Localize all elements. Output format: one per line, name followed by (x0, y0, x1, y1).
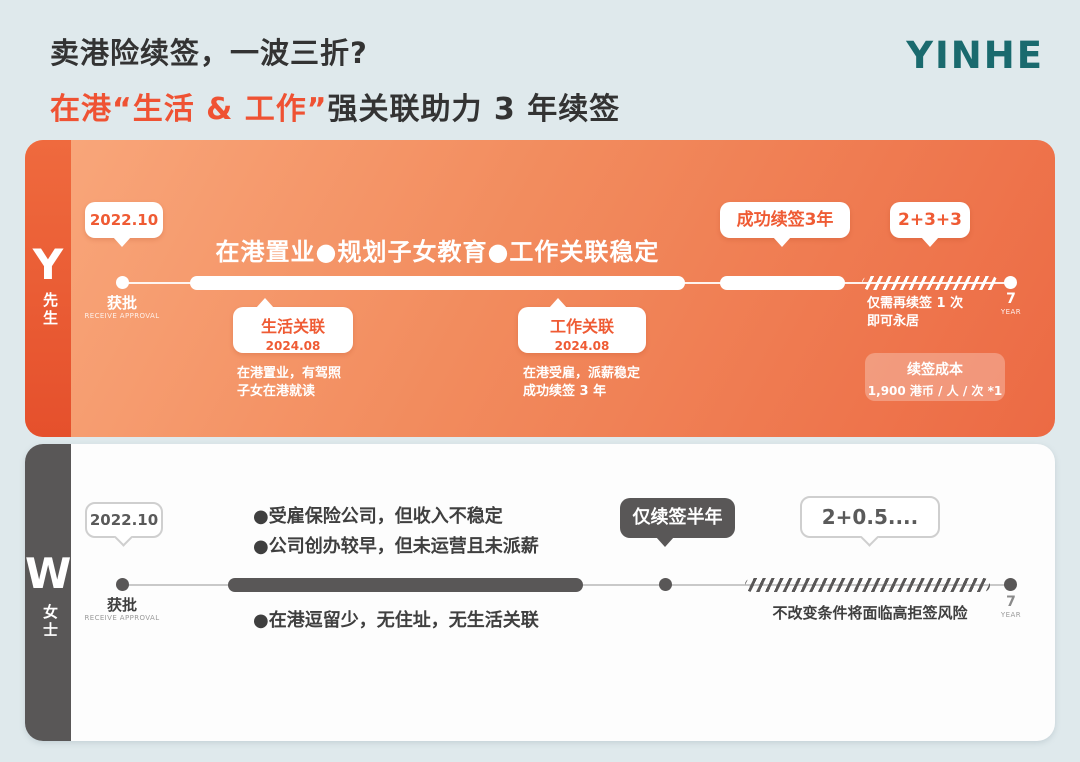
title-rest: 强关联助力 3 年续签 (327, 92, 621, 127)
year-number-y: 7 (1006, 291, 1016, 307)
renewal-text-y: 成功续签3年 (736, 210, 834, 230)
bubble-tail-icon (256, 298, 274, 308)
panel-ms-w: W 女士 2022.10 获批 RECEIVE APPROVAL ●受雇保险公司… (25, 444, 1055, 741)
callout-work-title: 工作关联 (549, 317, 614, 336)
callout-work-relation: 工作关联 2024.08 (518, 298, 646, 353)
renewal-cost-box: 续签成本 1,900 港币 / 人 / 次 *1 (865, 353, 1005, 401)
bubble-tail-icon (113, 237, 131, 247)
person-w-role: 女士 (41, 604, 59, 640)
renewal-text-w: 仅续签半年 (632, 507, 723, 528)
approval-date-bubble-y: 2022.10 (85, 202, 163, 247)
timeline-w-mid-dot (659, 578, 672, 591)
segment-future-y (862, 276, 998, 290)
year-number-w: 7 (1006, 594, 1016, 610)
callout-life-desc2: 子女在港就读 (237, 384, 316, 399)
brand-logo: YINHE (906, 34, 1044, 77)
bubble-tail-icon (773, 237, 791, 247)
risk-note-w: 不改变条件将面临高拒签风险 (772, 604, 968, 622)
callout-work-desc2: 成功续签 3 年 (523, 384, 607, 399)
approval-date-y: 2022.10 (89, 211, 159, 229)
bubble-tail-icon (549, 298, 567, 308)
cost-title: 续签成本 (907, 362, 963, 378)
title-highlight: 在港“生活 & 工作” (50, 92, 328, 127)
bubble-tail-icon (860, 528, 879, 547)
bubble-tail-icon (114, 528, 133, 547)
timeline-y-start-dot (116, 276, 129, 289)
callout-life-title: 生活关联 (260, 317, 325, 336)
year-unit-y: YEAR (1000, 308, 1022, 316)
approval-sublabel-w: RECEIVE APPROVAL (84, 614, 160, 622)
panel-mr-y: Y 先生 2022.10 获批 RECEIVE APPROVAL 在港置业●规划… (25, 140, 1055, 437)
segment-employment-w (228, 578, 583, 592)
person-w-strip: W 女士 (25, 444, 71, 741)
pattern-bubble-y: 2+3+3 (890, 202, 970, 247)
callout-life-date: 2024.08 (265, 339, 321, 353)
person-y-letter: Y (32, 240, 64, 289)
callout-life-desc1: 在港置业，有驾照 (237, 366, 342, 381)
remaining-note-line2: 即可永居 (867, 314, 920, 329)
pattern-text-w: 2+0.5.... (821, 505, 919, 529)
approval-label-y: 获批 (106, 294, 137, 312)
person-y-strip: Y 先生 (25, 140, 71, 437)
approval-date-w: 2022.10 (89, 511, 159, 529)
renewal-bubble-w: 仅续签半年 (620, 498, 735, 547)
w-bullet-1: ●受雇保险公司，但收入不稳定 (253, 506, 503, 527)
approval-sublabel-y: RECEIVE APPROVAL (84, 312, 160, 320)
w-bullet-3: ●在港逗留少，无住址，无生活关联 (253, 610, 539, 631)
approval-date-bubble-w: 2022.10 (85, 502, 163, 547)
timeline-w-start-dot (116, 578, 129, 591)
page-title-line1: 卖港险续签，一波三折? (50, 36, 368, 70)
segment-life-work-y (190, 276, 685, 290)
segment-renewed-y (720, 276, 845, 290)
segment-future-w (745, 578, 990, 592)
person-w-letter: W (25, 549, 72, 598)
approval-label-w: 获批 (106, 596, 137, 614)
page-title-line2: 在港“生活 & 工作”强关联助力 3 年续签 (50, 84, 620, 128)
bubble-tail-icon (656, 537, 674, 547)
bubble-tail-icon (921, 237, 939, 247)
pattern-bubble-w: 2+0.5.... (800, 496, 940, 547)
remaining-note-line1: 仅需再续签 1 次 (867, 296, 964, 311)
callout-work-date: 2024.08 (554, 339, 610, 353)
callout-work-desc1: 在港受雇，派薪稳定 (523, 366, 641, 381)
year-unit-w: YEAR (1000, 611, 1022, 619)
timeline-y-end-dot (1004, 276, 1017, 289)
phase-title-y: 在港置业●规划子女教育●工作关联稳定 (215, 238, 660, 266)
timeline-w-end-dot (1004, 578, 1017, 591)
cost-value: 1,900 港币 / 人 / 次 *1 (867, 384, 1003, 398)
callout-life-relation: 生活关联 2024.08 (233, 298, 353, 353)
renewal-bubble-y: 成功续签3年 (720, 202, 850, 247)
w-bullet-2: ●公司创办较早，但未运营且未派薪 (253, 536, 539, 557)
pattern-text-y: 2+3+3 (898, 210, 962, 230)
person-y-role: 先生 (41, 292, 59, 328)
